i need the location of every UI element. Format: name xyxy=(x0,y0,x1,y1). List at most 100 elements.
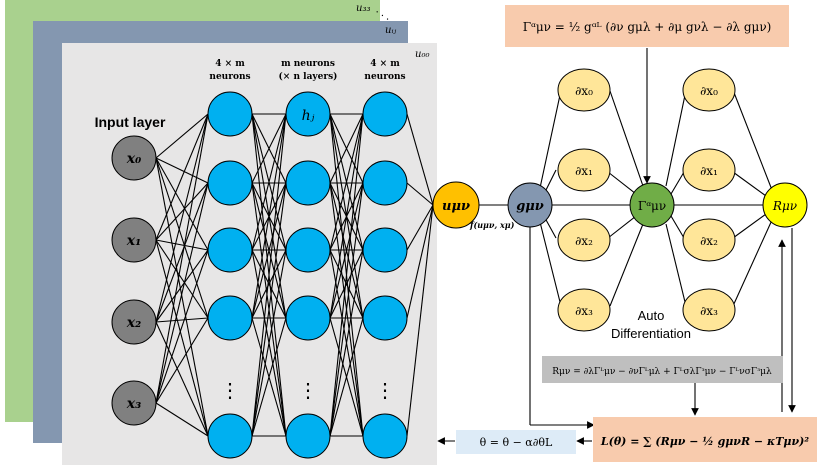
input-node-label: x₃ xyxy=(126,396,141,412)
edge-input-hidden xyxy=(155,317,209,404)
hidden-node xyxy=(207,227,253,273)
stack-label-u00: u₀₀ xyxy=(415,49,429,60)
hidden-node xyxy=(207,295,253,341)
ricci-equation: Rμν = ∂λΓᴸμν − ∂νΓᴸμλ + ΓᴸσλΓᶟμν − ΓᴸνσΓ… xyxy=(552,367,772,377)
edge-input-hidden xyxy=(155,113,209,323)
partial-node xyxy=(682,218,736,262)
edge-hidden-hidden xyxy=(329,113,364,251)
right-connections xyxy=(479,89,773,307)
edge-hidden-hidden xyxy=(329,113,364,319)
partial-node-label: ∂x₂ xyxy=(700,234,718,248)
edge-input-hidden xyxy=(155,182,209,323)
edge-hidden-hidden xyxy=(329,317,364,437)
partial-node-label: ∂x₃ xyxy=(575,304,593,318)
flow-arrows xyxy=(437,48,796,445)
hidden-node-label: hⱼ xyxy=(302,108,315,124)
edge-hidden-hidden xyxy=(251,113,287,184)
edge-hidden-hidden xyxy=(251,249,287,437)
partial-node xyxy=(557,218,611,262)
header-layer3-line1: 4 × m xyxy=(370,59,400,69)
edge-input-hidden xyxy=(155,113,209,404)
ellipsis-layer3: ⋮ xyxy=(375,378,395,402)
input-node xyxy=(111,380,157,426)
hidden-layer-nodes xyxy=(207,91,408,459)
edge-input-hidden xyxy=(155,321,209,437)
header-layer2-line2: (× n layers) xyxy=(279,71,338,82)
hidden-node xyxy=(362,91,408,137)
hidden-headers: 4 × m neurons m neurons (× n layers) 4 ×… xyxy=(209,59,405,82)
header-layer1-line2: neurons xyxy=(209,72,250,82)
input-layer-title: Input layer xyxy=(95,114,166,130)
edge-hidden-hidden xyxy=(251,113,287,251)
hidden-node xyxy=(362,227,408,273)
hidden-node xyxy=(285,295,331,341)
input-node-label: x₁ xyxy=(126,233,141,249)
edge-input-hidden xyxy=(155,157,209,437)
r-node xyxy=(762,182,808,228)
christoffel-equation: Γᵅμν = ½ gᵅᴸ (∂ν gμλ + ∂μ gνλ − ∂λ gμν) xyxy=(523,20,772,34)
input-node xyxy=(111,135,157,181)
network-edges xyxy=(155,113,434,437)
edge-hidden-hidden xyxy=(251,113,287,319)
partial-node xyxy=(557,288,611,332)
edge-input-hidden xyxy=(155,182,209,404)
hidden-node xyxy=(285,227,331,273)
hidden-node xyxy=(362,295,408,341)
edge-input-hidden xyxy=(155,239,209,319)
loss-box xyxy=(593,417,817,462)
partial-node xyxy=(682,68,736,112)
edge-input-hidden xyxy=(155,157,209,319)
edge-hidden-output xyxy=(406,204,434,437)
input-node-label: x₀ xyxy=(126,151,141,167)
header-layer3-line2: neurons xyxy=(364,72,405,82)
edge-hidden-hidden xyxy=(329,249,364,319)
header-layer2-line1: m neurons xyxy=(281,59,335,69)
input-node xyxy=(111,299,157,345)
partial-nodes-right: ∂x₀∂x₁∂x₂∂x₃ xyxy=(682,68,736,332)
edge-hidden-hidden xyxy=(251,113,287,437)
edge-input-hidden xyxy=(155,249,209,404)
edge-hidden-hidden xyxy=(329,113,364,437)
hidden-node xyxy=(362,160,408,206)
f-label: f(uμν, xμ) xyxy=(469,220,515,230)
edge-hidden-output xyxy=(406,182,434,206)
edge-hidden-hidden xyxy=(251,182,287,319)
partial-node-label: ∂x₃ xyxy=(700,304,718,318)
partial-node-label: ∂x₁ xyxy=(700,164,718,178)
partial-node xyxy=(682,148,736,192)
gamma-node-label: Γᵅμν xyxy=(638,199,666,213)
partial-node xyxy=(682,288,736,332)
edge-input-hidden xyxy=(155,113,209,159)
edge-input-hidden xyxy=(155,249,209,323)
edge-input-hidden xyxy=(155,317,209,323)
edge-hidden-output xyxy=(406,113,434,206)
input-node xyxy=(111,217,157,263)
edge-input-hidden xyxy=(155,402,209,437)
edge-hidden-hidden xyxy=(251,317,287,437)
edge-input-hidden xyxy=(155,239,209,251)
edge-hidden-hidden xyxy=(329,182,364,437)
partial-node-label: ∂x₁ xyxy=(575,164,593,178)
hidden-node xyxy=(285,160,331,206)
hidden-node xyxy=(207,413,253,459)
header-layer1-line1: 4 × m xyxy=(215,59,245,69)
partial-node-label: ∂x₂ xyxy=(575,234,593,248)
ellipsis-layer1: ⋮ xyxy=(220,378,240,402)
christoffel-box xyxy=(505,5,789,47)
r-node-label: Rμν xyxy=(772,199,797,213)
g-node xyxy=(507,182,553,228)
stack-label-u33: u₃₃ xyxy=(356,3,370,14)
edge-hidden-output xyxy=(406,204,434,319)
stack-label-uij: uᵢⱼ xyxy=(385,25,396,36)
edge-input-hidden xyxy=(155,157,209,251)
edge-input-hidden xyxy=(155,113,209,241)
partial-node-label: ∂x₀ xyxy=(575,84,593,98)
auto-diff-line2: Differentiation xyxy=(611,326,691,341)
partial-node xyxy=(557,68,611,112)
update-equation: θ = θ − α∂θL xyxy=(480,436,553,449)
u-node-label: uμν xyxy=(442,199,470,214)
u-node xyxy=(432,181,480,229)
edge-hidden-hidden xyxy=(329,249,364,437)
